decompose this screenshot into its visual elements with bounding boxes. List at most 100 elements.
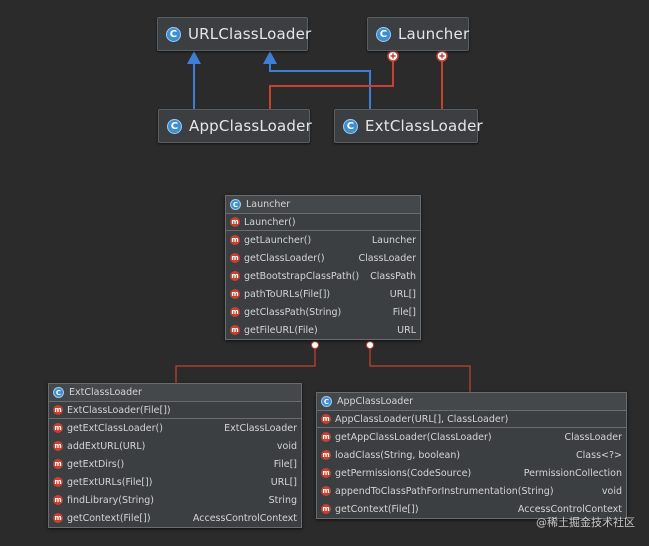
- uml-method-return-type: File[]: [392, 306, 416, 318]
- inner-class-anchor-uml-app: [366, 341, 374, 349]
- uml-class-header: C Launcher: [226, 196, 420, 214]
- uml-method-return-type: String: [268, 494, 297, 506]
- class-icon: C: [321, 396, 332, 407]
- node-app-class-loader[interactable]: C AppClassLoader: [158, 109, 312, 143]
- node-url-class-loader-label: URLClassLoader: [188, 25, 312, 43]
- class-icon: C: [53, 387, 64, 398]
- uml-method-return-type: URL[]: [270, 476, 297, 488]
- class-icon: C: [376, 26, 391, 42]
- uml-class-title: AppClassLoader: [337, 396, 414, 407]
- inner-class-line-uml-app: [369, 345, 471, 392]
- method-icon: m: [230, 217, 240, 227]
- uml-class-launcher[interactable]: C Launcher m Launcher() m getLauncher() La…: [225, 195, 421, 340]
- uml-method-return-type: AccessControlContext: [192, 512, 297, 524]
- method-icon: m: [230, 253, 240, 263]
- uml-class-title: ExtClassLoader: [69, 387, 142, 398]
- method-icon: m: [321, 486, 331, 496]
- method-icon: m: [53, 441, 63, 451]
- method-icon: m: [230, 307, 240, 317]
- uml-method-name: findLibrary(String): [67, 494, 155, 506]
- uml-method-return-type: File[]: [273, 458, 297, 470]
- uml-class-header: C ExtClassLoader: [49, 384, 301, 402]
- uml-class-title: Launcher: [246, 199, 291, 210]
- uml-class-app-class-loader[interactable]: C AppClassLoader m AppClassLoader(URL[],…: [316, 392, 627, 519]
- uml-constructor: ExtClassLoader(File[]): [67, 404, 171, 416]
- method-icon: m: [321, 468, 331, 478]
- method-icon: m: [53, 477, 63, 487]
- uml-method-name: pathToURLs(File[]): [244, 288, 331, 300]
- uml-method-row[interactable]: m getLauncher() Launcher: [226, 231, 420, 249]
- uml-constructor-row: m Launcher(): [226, 214, 420, 231]
- uml-method-row[interactable]: m getPermissions(CodeSource) PermissionCol…: [317, 464, 626, 482]
- uml-method-name: getLauncher(): [244, 234, 312, 246]
- inheritance-arrowhead-ext: [263, 51, 277, 64]
- node-url-class-loader[interactable]: C URLClassLoader: [157, 17, 312, 51]
- method-icon: m: [230, 271, 240, 281]
- uml-method-return-type: AccessControlContext: [517, 503, 622, 515]
- method-icon: m: [53, 423, 63, 433]
- uml-method-row[interactable]: m appendToClassPathForInstrumentation(Str…: [317, 482, 626, 500]
- node-launcher-label: Launcher: [398, 25, 470, 43]
- uml-constructor-row: m AppClassLoader(URL[], ClassLoader): [317, 411, 626, 428]
- method-icon: m: [321, 414, 331, 424]
- uml-method-name: getPermissions(CodeSource): [335, 467, 472, 479]
- inner-class-anchor-uml-ext: [311, 341, 319, 349]
- uml-method-return-type: ExtClassLoader: [224, 422, 297, 434]
- method-icon: m: [53, 513, 63, 523]
- uml-method-name: getExtURLs(File[]): [67, 476, 153, 488]
- method-icon: m: [230, 235, 240, 245]
- uml-method-signature: m appendToClassPathForInstrumentation(Str…: [321, 486, 554, 497]
- uml-method-name: getBootstrapClassPath(): [244, 270, 360, 282]
- uml-method-signature: m addExtURL(URL): [53, 441, 145, 452]
- method-icon: m: [321, 432, 331, 442]
- uml-method-signature: m getPermissions(CodeSource): [321, 468, 471, 479]
- uml-method-return-type: PermissionCollection: [523, 467, 622, 479]
- uml-method-return-type: Launcher: [371, 234, 416, 246]
- uml-class-ext-class-loader[interactable]: C ExtClassLoader m ExtClassLoader(File[]…: [48, 383, 302, 528]
- uml-method-name: addExtURL(URL): [67, 440, 146, 452]
- uml-method-name: appendToClassPathForInstrumentation(Stri…: [335, 485, 554, 497]
- uml-constructor: Launcher(): [244, 216, 296, 228]
- uml-method-return-type: URL: [397, 324, 416, 336]
- uml-method-return-type: ClassLoader: [358, 252, 416, 264]
- node-ext-class-loader[interactable]: C ExtClassLoader: [334, 109, 483, 143]
- inner-class-line-launcher-app: [269, 56, 394, 109]
- uml-method-return-type: ClassLoader: [564, 431, 622, 443]
- uml-method-name: getExtDirs(): [67, 458, 125, 470]
- class-icon: C: [167, 118, 182, 134]
- watermark-text: @稀土掘金技术社区: [536, 516, 635, 529]
- uml-method-signature: m getBootstrapClassPath(): [230, 271, 359, 282]
- node-launcher[interactable]: C Launcher: [367, 17, 469, 51]
- uml-method-row[interactable]: m getExtURLs(File[]) URL[]: [49, 473, 301, 491]
- node-app-class-loader-label: AppClassLoader: [189, 117, 312, 135]
- uml-constructor: AppClassLoader(URL[], ClassLoader): [335, 413, 509, 425]
- method-icon: m: [321, 504, 331, 514]
- uml-class-header: C AppClassLoader: [317, 393, 626, 411]
